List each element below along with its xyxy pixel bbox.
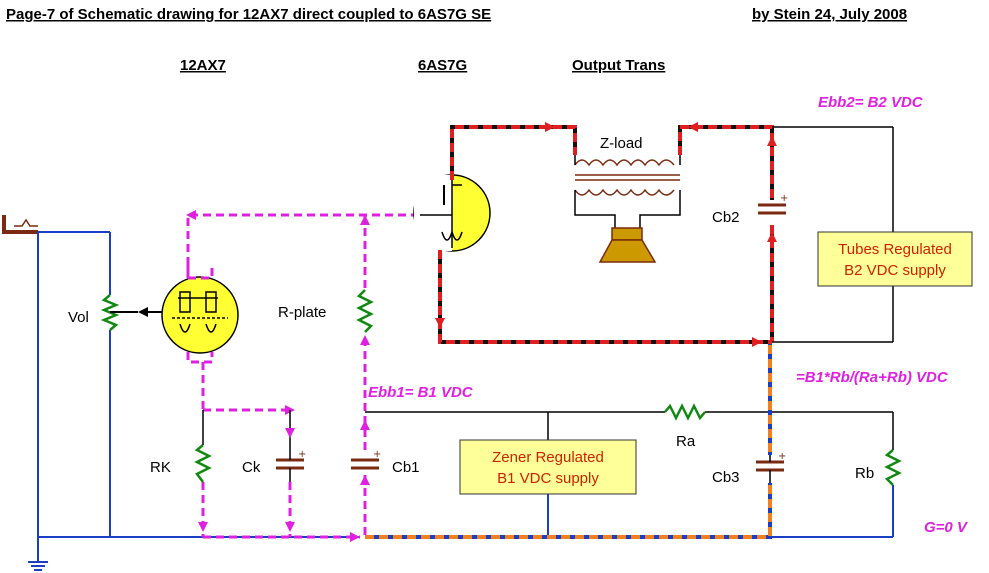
label-ra: Ra [676, 433, 696, 450]
signal-path-12ax7 [186, 210, 420, 542]
label-divider-voltage: =B1*Rb/(Ra+Rb) VDC [796, 369, 949, 386]
input-jack-icon [2, 215, 38, 234]
signal-path-bplus1 [360, 215, 370, 537]
resistor-ra [664, 403, 706, 421]
label-rk: RK [150, 459, 171, 476]
label-rplate: R-plate [278, 304, 326, 321]
svg-text:+: + [298, 449, 306, 460]
page-title: Page-7 of Schematic drawing for 12AX7 di… [6, 6, 491, 23]
label-ground-voltage: G=0 V [924, 519, 969, 536]
zener-supply-line2: B1 VDC supply [497, 470, 599, 487]
label-cb2: Cb2 [712, 209, 740, 226]
capacitor-cb2: + [757, 193, 788, 225]
label-vol: Vol [68, 309, 89, 326]
ground-bus [37, 231, 894, 562]
tube-12ax7-icon [161, 276, 239, 354]
capacitor-ck: + [276, 449, 306, 482]
section-12ax7: 12AX7 [180, 57, 226, 74]
tubes-supply-line2: B2 VDC supply [844, 262, 946, 279]
resistor-rplate [356, 289, 374, 333]
svg-text:+: + [373, 449, 381, 460]
b2-wiring [772, 126, 894, 343]
resistor-rb [884, 449, 902, 486]
label-rb: Rb [855, 465, 874, 482]
current-path-cathode [365, 342, 772, 539]
label-zload: Z-load [600, 135, 643, 152]
current-path-output [435, 122, 777, 347]
ground-symbol-icon [28, 561, 48, 571]
capacitor-cb3: + [755, 451, 786, 483]
zener-supply-box: Zener Regulated B1 VDC supply [459, 439, 637, 495]
label-cb3: Cb3 [712, 469, 740, 486]
output-transformer-icon [574, 155, 681, 228]
volume-pot [100, 294, 162, 331]
zener-supply-line1: Zener Regulated [492, 449, 604, 466]
speaker-icon [598, 227, 657, 263]
author-date: by Stein 24, July 2008 [752, 6, 907, 23]
svg-text:+: + [780, 193, 788, 204]
resistor-rk [194, 444, 212, 483]
svg-text:+: + [778, 451, 786, 462]
label-ck: Ck [242, 459, 261, 476]
section-6as7g: 6AS7G [418, 57, 467, 74]
section-output-trans: Output Trans [572, 57, 665, 74]
capacitor-cb1: + [351, 449, 381, 470]
tubes-supply-box: Tubes Regulated B2 VDC supply [817, 231, 973, 287]
tubes-supply-line1: Tubes Regulated [838, 241, 952, 258]
tube-6as7g-icon [413, 174, 491, 252]
label-cb1: Cb1 [392, 459, 420, 476]
label-ebb2: Ebb2= B2 VDC [818, 94, 924, 111]
label-ebb1: Ebb1= B1 VDC [368, 384, 474, 401]
